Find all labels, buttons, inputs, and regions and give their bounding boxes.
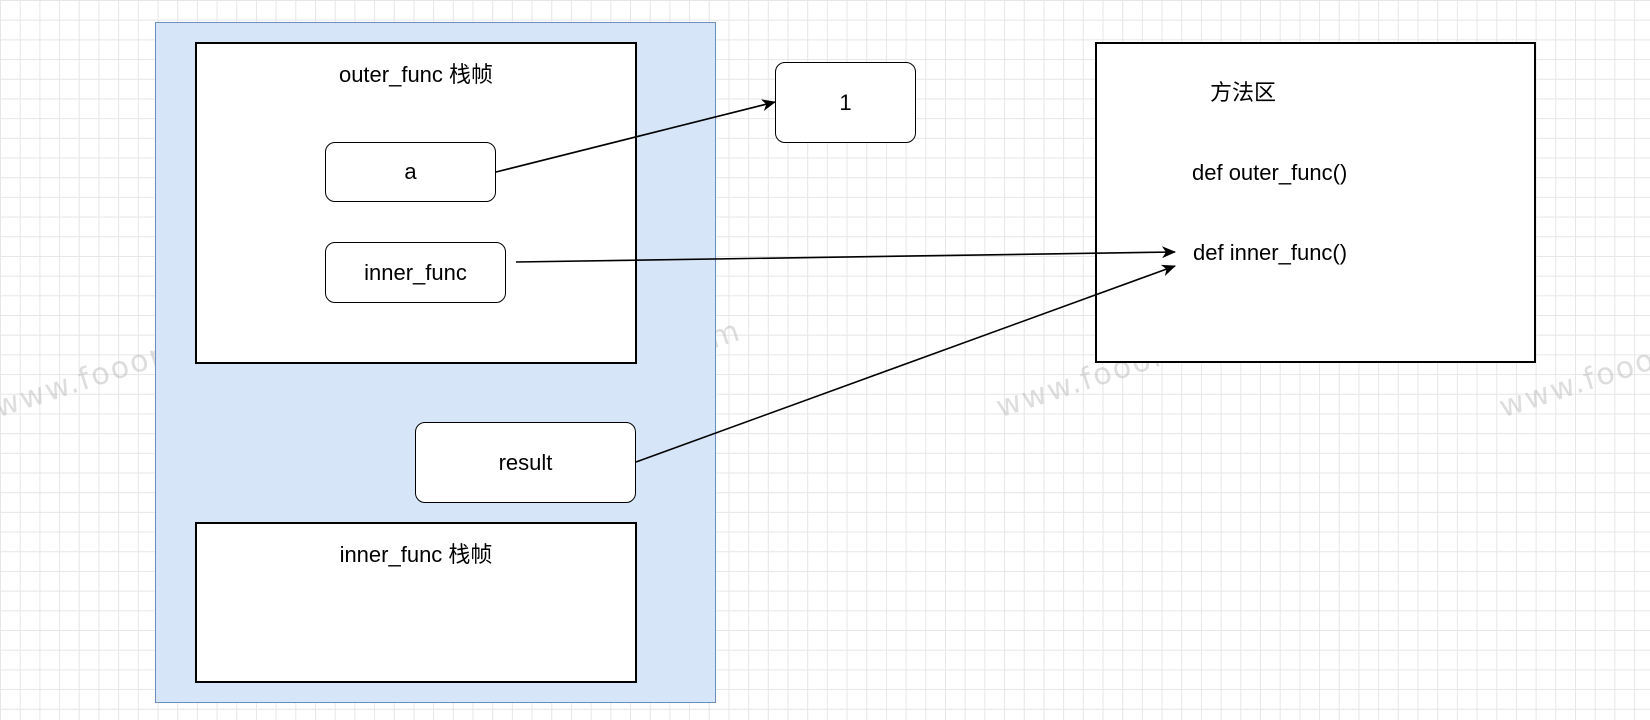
outer-func-frame[interactable]: outer_func 栈帧 bbox=[195, 42, 637, 364]
method-area-title: 方法区 bbox=[1210, 80, 1277, 105]
def-outer-func-label: def outer_func() bbox=[1192, 160, 1348, 185]
var-inner-func-node[interactable]: inner_func bbox=[325, 242, 506, 303]
inner-func-frame[interactable]: inner_func 栈帧 bbox=[195, 522, 637, 683]
value-one-label: 1 bbox=[839, 89, 852, 115]
var-inner-func-label: inner_func bbox=[364, 259, 467, 285]
value-one-node[interactable]: 1 bbox=[775, 62, 916, 143]
method-area[interactable]: 方法区 def outer_func() def inner_func() bbox=[1095, 42, 1536, 363]
outer-func-frame-title: outer_func 栈帧 bbox=[338, 62, 494, 87]
inner-func-frame-title: inner_func 栈帧 bbox=[339, 542, 493, 567]
var-result-label: result bbox=[498, 449, 553, 475]
var-a-node[interactable]: a bbox=[325, 142, 496, 202]
def-inner-func-label: def inner_func() bbox=[1193, 240, 1348, 265]
var-result-node[interactable]: result bbox=[415, 422, 636, 503]
var-a-label: a bbox=[404, 159, 417, 184]
